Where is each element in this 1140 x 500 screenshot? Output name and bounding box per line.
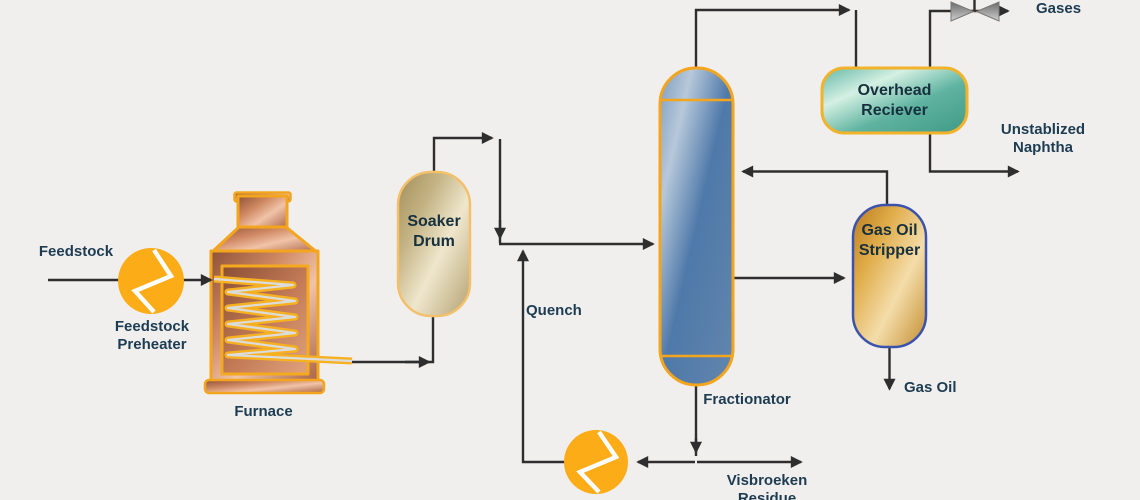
label-feedstock-preheater: Feedstock Preheater — [114, 318, 190, 354]
furnace-icon — [203, 191, 353, 395]
label-gas-oil-stripper: Gas Oil Stripper — [858, 222, 921, 259]
label-furnace: Furnace — [234, 403, 293, 420]
gas-oil-stripper-vessel — [851, 203, 928, 349]
label-feedstock: Feedstock — [38, 243, 114, 260]
label-unstablized-naphtha: Unstablized Naphtha — [1000, 121, 1086, 157]
gases-valve-icon — [950, 1, 1000, 22]
pipe-stripper-overhead — [741, 165, 889, 207]
fractionator-vessel — [658, 66, 735, 387]
quench-cooler-icon — [564, 430, 628, 494]
pipe-quench — [517, 249, 601, 464]
label-overhead-receiver: Overhead Reciever — [857, 82, 932, 119]
overhead-receiver-vessel — [820, 66, 969, 135]
label-quench: Quench — [526, 302, 582, 319]
pipe-fractionator-overhead — [694, 4, 851, 67]
pipe-soaker-overhead — [432, 132, 494, 174]
label-fractionator: Fractionator — [703, 391, 791, 408]
pipe-naphtha — [928, 132, 1020, 178]
label-soaker-drum: Soaker Drum — [407, 213, 461, 250]
soaker-drum-vessel — [396, 170, 472, 318]
label-visbroken-residue: Visbroeken Residue — [726, 472, 808, 500]
feedstock-preheater-icon — [118, 248, 184, 314]
label-gases: Gases — [1036, 0, 1082, 17]
pipe-furnace-outlet — [352, 316, 435, 364]
label-gas-oil: Gas Oil — [904, 379, 957, 396]
